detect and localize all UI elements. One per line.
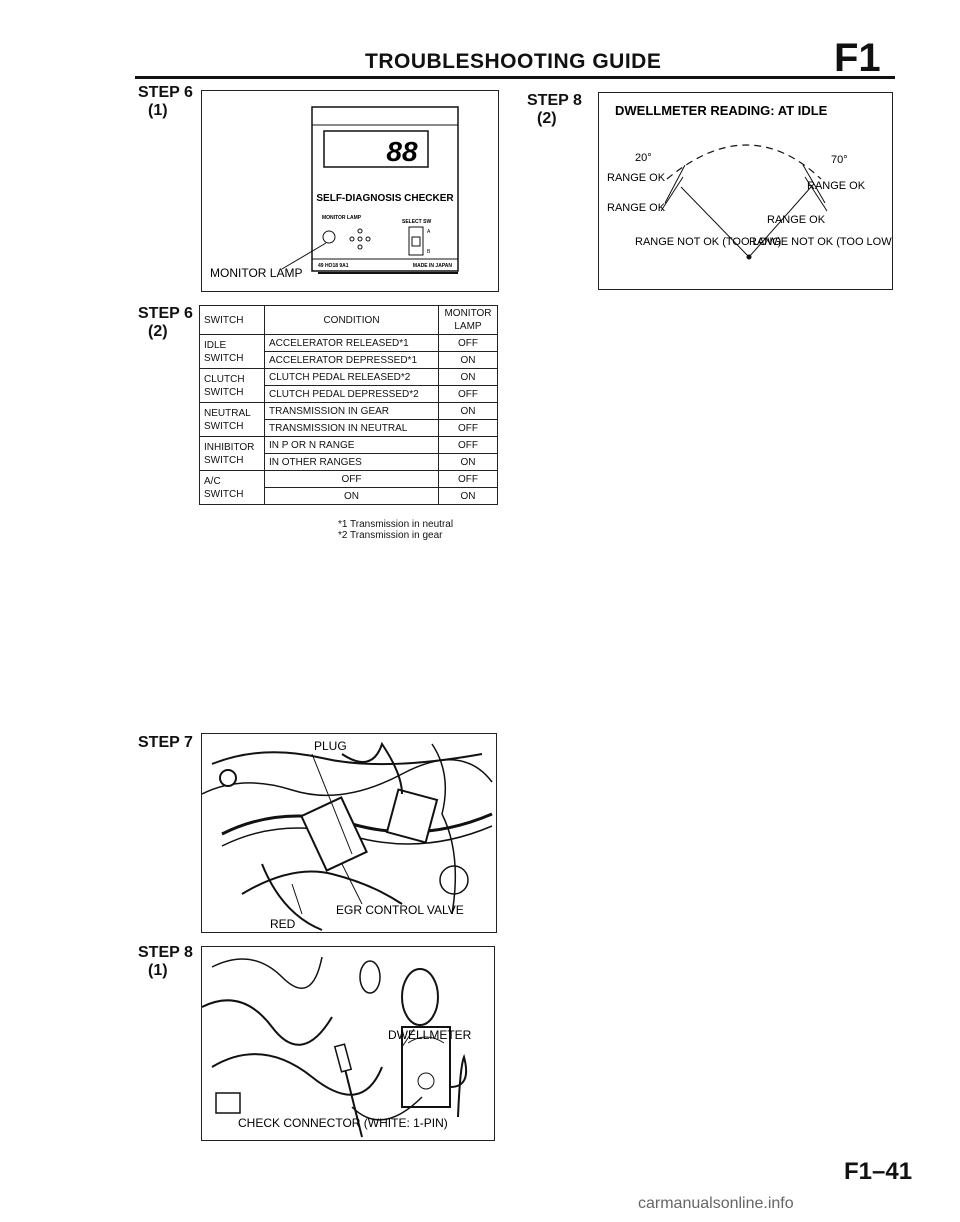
step-sub: (2) xyxy=(537,110,557,127)
header-switch: SWITCH xyxy=(199,305,265,335)
switch-cell: INHIBITOR SWITCH xyxy=(199,436,265,471)
step-title: STEP 6 xyxy=(138,84,193,101)
lamp-cell: OFF xyxy=(438,385,498,403)
sw-a: A xyxy=(427,229,431,235)
egr-label: EGR CONTROL VALVE xyxy=(336,903,464,917)
section-code: F1 xyxy=(834,36,881,80)
condition-cell: ACCELERATOR DEPRESSED*1 xyxy=(264,351,439,369)
monitor-lamp-callout: MONITOR LAMP xyxy=(210,266,302,280)
step-sub: (1) xyxy=(148,102,168,119)
checker-select-label: SELECT SW xyxy=(402,219,431,225)
sw-b: B xyxy=(427,249,431,255)
range-ok-left: RANGE OK xyxy=(607,172,666,184)
watermark: carmanualsonline.info xyxy=(638,1195,794,1212)
condition-cell: IN P OR N RANGE xyxy=(264,436,439,454)
egr-figure: PLUG RED EGR CONTROL VALVE xyxy=(201,733,497,933)
lamp-cell: ON xyxy=(438,487,498,505)
checker-name: SELF-DIAGNOSIS CHECKER xyxy=(316,193,454,204)
condition-cell: OFF xyxy=(264,470,439,488)
switch-cell: CLUTCH SWITCH xyxy=(199,368,265,403)
table-row: INHIBITOR SWITCH IN P OR N RANGE OFF xyxy=(199,436,498,471)
gauge-arc xyxy=(666,144,822,180)
switch-cell: NEUTRAL SWITCH xyxy=(199,402,265,437)
condition-cell: TRANSMISSION IN GEAR xyxy=(264,402,439,420)
made-in: MADE IN JAPAN xyxy=(413,263,452,269)
monitor-lamp-icon xyxy=(322,230,336,244)
dwellmeter-figure: DWELLMETER CHECK CONNECTOR (WHITE: 1-PIN… xyxy=(201,946,495,1141)
table-row: IN OTHER RANGES ON xyxy=(200,453,498,471)
table-footnotes: *1 Transmission in neutral *2 Transmissi… xyxy=(338,519,453,541)
switch-cell: IDLE SWITCH xyxy=(199,334,265,369)
condition-cell: TRANSMISSION IN NEUTRAL xyxy=(264,419,439,437)
range-ok-right-2: RANGE OK xyxy=(767,214,826,226)
switch-cell: A/C SWITCH xyxy=(199,470,265,505)
egr-valve-shape xyxy=(300,796,368,872)
lamp-cell: ON xyxy=(438,351,498,369)
step-title: STEP 8 xyxy=(138,944,193,961)
footnote-1: *1 Transmission in neutral xyxy=(338,519,454,530)
step-title: STEP 8 xyxy=(527,92,582,109)
header-condition: CONDITION xyxy=(264,305,439,335)
table-row: CLUTCH SWITCH CLUTCH PEDAL RELEASED*2 ON xyxy=(199,368,498,403)
dwell-reading-figure: DWELLMETER READING: AT IDLE 20° 70° RANG… xyxy=(598,92,895,290)
range-ok-right: RANGE OK xyxy=(807,180,866,192)
gauge-pivot xyxy=(746,254,752,260)
condition-cell: ACCELERATOR RELEASED*1 xyxy=(264,334,439,352)
dwellmeter-connection-drawing: DWELLMETER CHECK CONNECTOR (WHITE: 1-PIN… xyxy=(201,956,472,1138)
step-sub: (2) xyxy=(148,323,168,340)
dwellmeter-icon xyxy=(401,1026,451,1108)
checker-lamp-label: MONITOR LAMP xyxy=(322,215,362,221)
table-row: ON ON xyxy=(200,487,498,505)
table-header-row: SWITCH CONDITION MONITOR LAMP xyxy=(199,305,498,335)
checker-display-text: 88 xyxy=(386,136,418,167)
footnote-2: *2 Transmission in gear xyxy=(338,530,443,541)
step8-2-label: STEP 8 (2) xyxy=(527,92,582,128)
part-number: 49 HO18 9A1 xyxy=(318,263,349,269)
dwell-gauge: DWELLMETER READING: AT IDLE 20° 70° RANG… xyxy=(607,103,895,260)
range-ok-left-2: RANGE OK xyxy=(607,202,666,214)
condition-cell: IN OTHER RANGES xyxy=(264,453,439,471)
header-rule xyxy=(135,76,895,79)
dwell-title: DWELLMETER READING: AT IDLE xyxy=(615,103,828,118)
dwellmeter-label: DWELLMETER xyxy=(388,1028,472,1042)
step7-label: STEP 7 xyxy=(138,734,193,752)
condition-cell: ON xyxy=(264,487,439,505)
step-title: STEP 7 xyxy=(138,734,193,751)
lamp-cell: OFF xyxy=(438,436,498,454)
header-monitor-lamp: MONITOR LAMP xyxy=(438,305,498,335)
range-not-ok-right: RANGE NOT OK (TOO LOW) xyxy=(749,236,892,248)
engine-bay-drawing: PLUG RED EGR CONTROL VALVE xyxy=(201,739,493,931)
table-row: TRANSMISSION IN NEUTRAL OFF xyxy=(200,419,498,437)
lamp-cell: OFF xyxy=(438,334,498,352)
connector-label: CHECK CONNECTOR (WHITE: 1-PIN) xyxy=(238,1116,448,1130)
step8-1-label: STEP 8 (1) xyxy=(138,944,193,980)
plug-label: PLUG xyxy=(314,739,347,753)
table-row: ACCELERATOR DEPRESSED*1 ON xyxy=(200,351,498,369)
lamp-cell: ON xyxy=(438,402,498,420)
deg-left: 20° xyxy=(635,152,652,164)
lamp-cell: OFF xyxy=(438,470,498,488)
condition-cell: CLUTCH PEDAL DEPRESSED*2 xyxy=(264,385,439,403)
lamp-cell: OFF xyxy=(438,419,498,437)
step6-1-label: STEP 6 (1) xyxy=(138,84,193,120)
range-not-ok-left: RANGE NOT OK (TOO LOW) xyxy=(635,236,781,248)
table-row: A/C SWITCH OFF OFF xyxy=(199,470,498,505)
lamp-cell: ON xyxy=(438,368,498,386)
switch-condition-table: SWITCH CONDITION MONITOR LAMP IDLE SWITC… xyxy=(199,305,498,505)
page-number: F1–41 xyxy=(844,1158,913,1185)
checker-figure: 88 SELF-DIAGNOSIS CHECKER MONITOR LAMP S… xyxy=(201,90,499,292)
deg-right: 70° xyxy=(831,154,848,166)
table-row: IDLE SWITCH ACCELERATOR RELEASED*1 OFF xyxy=(199,334,498,369)
checker-drawing: 88 SELF-DIAGNOSIS CHECKER MONITOR LAMP S… xyxy=(210,106,459,280)
condition-cell: CLUTCH PEDAL RELEASED*2 xyxy=(264,368,439,386)
lamp-cell: ON xyxy=(438,453,498,471)
step6-2-label: STEP 6 (2) xyxy=(138,305,193,341)
page-title: TROUBLESHOOTING GUIDE xyxy=(365,50,662,73)
red-label: RED xyxy=(270,917,296,931)
table-row: NEUTRAL SWITCH TRANSMISSION IN GEAR ON xyxy=(199,402,498,437)
step-sub: (1) xyxy=(148,962,168,979)
step-title: STEP 6 xyxy=(138,305,193,322)
